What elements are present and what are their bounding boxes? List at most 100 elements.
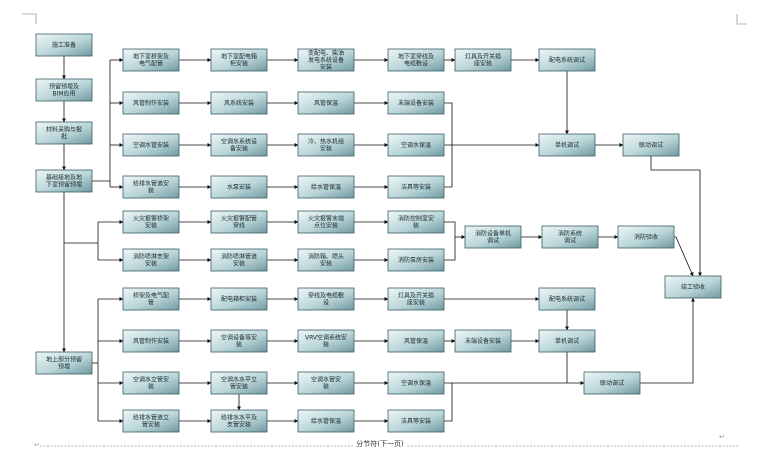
flow-step-box: [35, 169, 93, 193]
flow-step-label: 给排水管道立管安装: [133, 414, 169, 429]
flow-step-box: [617, 225, 675, 249]
flow-step-faccept: 消防验收: [617, 225, 675, 249]
flow-step-acwater: 空调水系统设备安装: [210, 133, 268, 157]
flow-step-box: [210, 409, 268, 433]
flow-step-aelec: 桥架及电气配管: [122, 287, 180, 311]
flow-step-box: [210, 287, 268, 311]
flow-step-box: [538, 48, 596, 72]
flow-step-uelec: 地下室桥架及电气配管: [122, 48, 180, 72]
flow-step-mat: 材料采购与报批: [35, 121, 93, 145]
flow-step-label: 联动调试: [600, 379, 624, 387]
flow-step-label: 空调水保温: [401, 141, 431, 149]
flow-step-box: [387, 133, 445, 157]
flow-arrow: [640, 297, 695, 384]
flow-step-box: [210, 133, 268, 157]
flow-step-box: [538, 133, 596, 157]
paragraph-mark-left: ↵: [34, 441, 40, 449]
flow-step-label: 空调水立管安装: [133, 376, 169, 391]
flow-step-box: [210, 91, 268, 115]
flow-step-label: 给排水水平及支管安装: [221, 414, 257, 429]
flow-step-wins2: 给水管保温: [297, 409, 355, 433]
flow-step-label: 给排水管道安装: [133, 180, 169, 195]
flow-step-box: [387, 329, 445, 353]
flow-step-label: 灯具及开关插座安装: [465, 53, 501, 68]
flow-step-box: [122, 48, 180, 72]
flow-step-label: 灯具及开关插座安装: [398, 292, 434, 307]
flow-step-fix1: 洁具等安装: [387, 175, 445, 199]
flow-step-fctrl: 消防控制室安装: [387, 210, 445, 234]
flow-step-box: [538, 287, 596, 311]
flow-step-box: [387, 91, 445, 115]
flow-step-aswitch: 配电箱柜安装: [210, 287, 268, 311]
flow-step-lamp1: 灯具及开关插座安装: [454, 48, 512, 72]
flow-step-label: VRV空调系统安装: [305, 334, 347, 349]
page-corner-top-left: [22, 13, 37, 24]
flow-step-acins2: 空调水保温: [387, 371, 445, 395]
flow-arrow: [674, 236, 694, 277]
flow-step-pump: 水泵安装: [210, 175, 268, 199]
flow-step-label: 风系统安装: [224, 99, 254, 107]
flow-step-box: [35, 33, 93, 57]
flow-step-label: 空调水系统设备安装: [221, 138, 257, 153]
flow-step-box: [297, 133, 355, 157]
flow-arrow: [650, 156, 702, 277]
flow-step-box: [297, 48, 355, 72]
flow-step-cable1: 地下室穿线及电缆敷设: [387, 48, 445, 72]
flow-step-acpipe1: 空调水管安装: [122, 133, 180, 157]
flow-step-box: [297, 91, 355, 115]
flow-step-drain1: 给排水管道安装: [122, 175, 180, 199]
flow-step-box: [387, 210, 445, 234]
flow-step-label: 风管制作安装: [133, 99, 169, 107]
flow-step-label: 给水管保温: [311, 183, 341, 191]
flow-step-label: 联动调试: [639, 141, 663, 149]
flow-step-label: 单机调试: [555, 337, 579, 345]
flow-step-box: [664, 275, 722, 299]
flow-step-box: [387, 287, 445, 311]
flow-step-above: 地上部分预留预埋: [35, 351, 93, 375]
flow-step-label: 消防系统调试: [558, 230, 582, 245]
flow-step-box: [35, 78, 93, 102]
flow-step-label: 单机调试: [555, 141, 579, 149]
flow-step-label: 末端设备安装: [465, 337, 501, 345]
flow-step-box: [464, 225, 522, 249]
flow-step-vrv: VRV空调系统安装: [297, 329, 355, 353]
flow-step-box: [122, 91, 180, 115]
flow-step-box: [210, 329, 268, 353]
flow-step-box: [387, 48, 445, 72]
flow-step-box: [454, 48, 512, 72]
flow-step-label: 穿线及电缆敷设: [308, 292, 344, 307]
flow-step-label: 火灾报警末端点位安装: [308, 215, 344, 230]
flow-step-fatray: 火灾报警桥架安装: [122, 210, 180, 234]
flow-step-box: [387, 371, 445, 395]
flow-step-label: 洁具等安装: [401, 183, 431, 191]
flow-step-label: 消防喷淋支架安装: [133, 253, 169, 268]
flow-step-box: [387, 409, 445, 433]
flow-step-faend: 火灾报警末端点位安装: [297, 210, 355, 234]
flow-step-ductins2: 风管保温: [387, 329, 445, 353]
flow-step-box: [122, 329, 180, 353]
flow-step-link1: 联动调试: [622, 133, 680, 157]
flow-step-box: [122, 409, 180, 433]
flow-step-box: [35, 351, 93, 375]
flow-step-box: [210, 175, 268, 199]
flow-step-label: 冷、热水机组安装: [308, 138, 344, 153]
flow-step-label: 配电系统调试: [549, 56, 585, 64]
flow-step-label: 材料采购与报批: [46, 126, 82, 141]
flow-step-label: 空调水水平立管安装: [221, 376, 257, 391]
flow-step-box: [210, 210, 268, 234]
flow-step-sprhead: 消防箱、喷头安装: [297, 248, 355, 272]
flow-step-label: 地上部分预留预埋: [46, 356, 82, 371]
flow-step-label: 空调水管安装: [311, 376, 341, 391]
flow-step-box: [297, 371, 355, 395]
flow-step-box: [297, 287, 355, 311]
flow-step-acins1: 空调水保温: [387, 133, 445, 157]
flow-arrow: [444, 221, 456, 261]
flow-step-label: 风管制作安装: [133, 337, 169, 345]
flow-step-label: 竣工验收: [681, 283, 705, 291]
flow-step-box: [210, 248, 268, 272]
flow-step-chill: 冷、热水机组安装: [297, 133, 355, 157]
flow-step-label: 火灾报警配管穿线: [221, 215, 257, 230]
flow-step-label: 地下室配电箱柜安装: [221, 53, 257, 68]
flow-step-sprpipe: 消防喷淋管道安装: [210, 248, 268, 272]
flow-step-label: 消防喷淋管道安装: [221, 253, 257, 268]
